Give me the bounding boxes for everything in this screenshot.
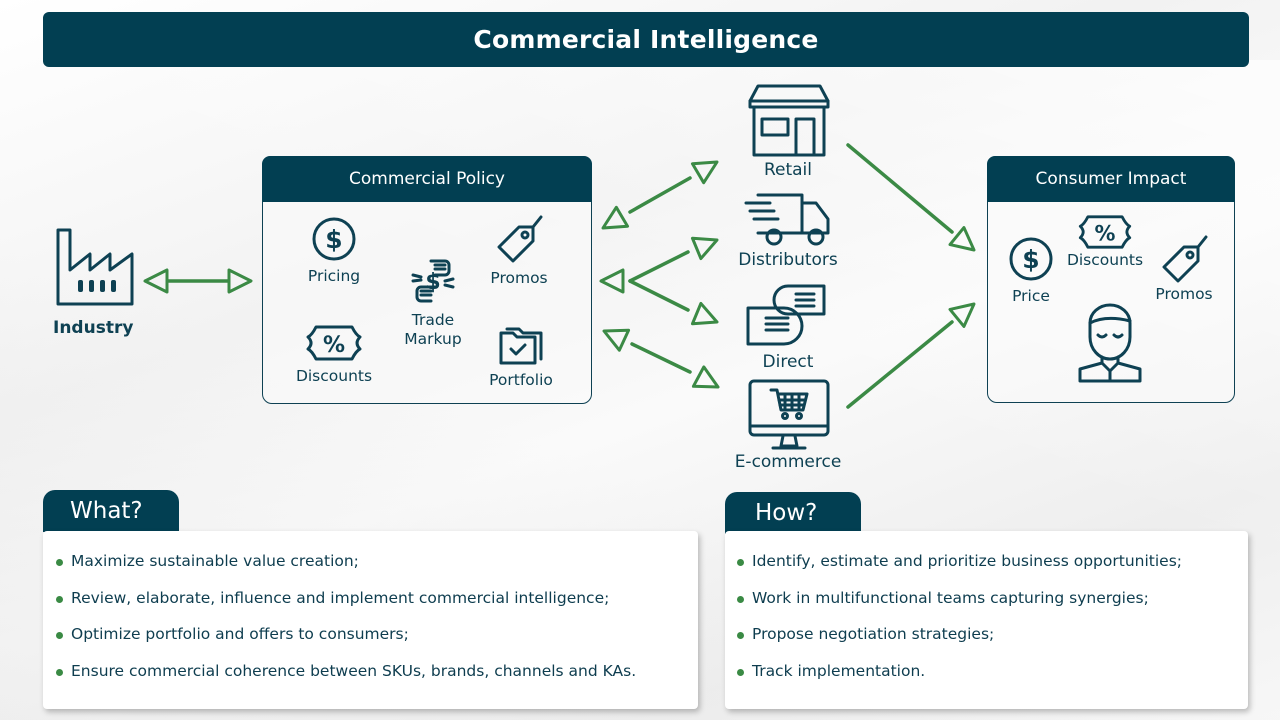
policy-distributors-arrow-line xyxy=(628,250,690,283)
what-list-item: Optimize portfolio and offers to consume… xyxy=(43,625,698,662)
discounts-label: Discounts xyxy=(295,367,373,385)
discounts-item: % Discounts xyxy=(293,323,375,385)
dollar-circle-icon: $ xyxy=(1009,237,1053,281)
how-list-item: Identify, estimate and prioritize busine… xyxy=(725,552,1248,589)
store-icon xyxy=(748,84,830,157)
how-title: How? xyxy=(755,500,818,526)
commercial-policy-header: Commercial Policy xyxy=(262,156,592,202)
factory-icon xyxy=(56,228,134,306)
price-label: Price xyxy=(1012,287,1050,305)
pricing-label: Pricing xyxy=(307,267,361,285)
policy-ecommerce-arrow-line xyxy=(630,342,692,374)
what-list-item: Review, elaborate, influence and impleme… xyxy=(43,589,698,626)
title-banner: Commercial Intelligence xyxy=(43,12,1249,67)
what-list-item: Ensure commercial coherence between SKUs… xyxy=(43,662,698,699)
svg-text:$: $ xyxy=(1022,245,1039,274)
trade-markup-item: $ Trade Markup xyxy=(393,255,473,349)
bullet-icon xyxy=(56,668,63,676)
price-tag-icon xyxy=(497,215,543,263)
what-list-item: Maximize sustainable value creation; xyxy=(43,552,698,589)
bullet-icon xyxy=(56,595,63,603)
how-list-item: Propose negotiation strategies; xyxy=(725,625,1248,662)
delivery-truck-icon xyxy=(744,193,830,246)
pricing-item: $ Pricing xyxy=(299,215,369,285)
portfolio-label: Portfolio xyxy=(489,371,553,389)
trade-markup-label: Trade Markup xyxy=(393,311,473,349)
industry-label: Industry xyxy=(53,318,134,338)
svg-text:$: $ xyxy=(425,270,440,295)
how-list-item: Track implementation. xyxy=(725,662,1248,699)
retail-consumer-arrow-line xyxy=(846,143,954,234)
hands-money-exchange-icon: $ xyxy=(411,259,455,303)
consumer-impact-panel: Consumer Impact $ Price % Discounts Prom… xyxy=(987,156,1235,403)
what-tab: What? xyxy=(43,490,179,532)
consumer-impact-header: Consumer Impact xyxy=(987,156,1235,202)
bullet-icon xyxy=(737,595,744,603)
price-tag-icon xyxy=(1162,235,1208,283)
policy-retail-arrow-line xyxy=(628,176,692,214)
handshake-icon xyxy=(746,284,826,346)
what-list: Maximize sustainable value creation; Rev… xyxy=(43,531,698,698)
arrowhead-icon xyxy=(690,301,719,326)
promos-label: Promos xyxy=(490,269,548,287)
discounts-label: Discounts xyxy=(1066,251,1144,269)
page-title: Commercial Intelligence xyxy=(473,25,819,54)
bullet-icon xyxy=(56,559,63,566)
how-list-item: Work in multifunctional teams capturing … xyxy=(725,589,1248,626)
svg-text:$: $ xyxy=(325,225,342,254)
price-item: $ Price xyxy=(1002,235,1060,305)
arrowhead-icon xyxy=(601,205,630,230)
what-card: Maximize sustainable value creation; Rev… xyxy=(43,531,698,709)
trade-markup-line2: Markup xyxy=(404,330,462,348)
promos-label: Promos xyxy=(1155,285,1213,303)
consumer-person-icon xyxy=(1078,303,1142,383)
channel-direct-label: Direct xyxy=(762,352,814,372)
bullet-icon xyxy=(737,668,744,676)
bullet-icon xyxy=(737,559,744,566)
bullet-icon xyxy=(737,632,744,639)
arrowhead-icon xyxy=(227,268,253,294)
svg-text:%: % xyxy=(1095,222,1116,246)
dollar-circle-icon: $ xyxy=(312,217,356,261)
channel-ecommerce-label: E-commerce xyxy=(734,452,842,472)
percent-ticket-icon: % xyxy=(1078,215,1132,249)
discounts-item: % Discounts xyxy=(1062,213,1148,269)
promos-item: Promos xyxy=(479,213,559,287)
arrowhead-icon xyxy=(143,268,169,294)
what-title: What? xyxy=(70,498,143,524)
percent-ticket-icon: % xyxy=(306,325,362,361)
arrowhead-icon xyxy=(948,226,976,252)
monitor-cart-icon xyxy=(748,379,830,450)
bullet-icon xyxy=(56,632,63,639)
commercial-policy-panel: Commercial Policy $ Pricing Promos $ Tra… xyxy=(262,156,592,404)
promos-item: Promos xyxy=(1148,233,1220,303)
how-list: Identify, estimate and prioritize busine… xyxy=(725,531,1248,698)
arrowhead-icon xyxy=(599,268,625,294)
how-card: Identify, estimate and prioritize busine… xyxy=(725,531,1248,709)
portfolio-item: Portfolio xyxy=(481,325,561,389)
arrowhead-icon xyxy=(602,328,631,352)
channel-retail-label: Retail xyxy=(763,160,813,180)
arrowhead-icon xyxy=(948,302,976,328)
folder-check-icon xyxy=(499,327,543,365)
how-tab: How? xyxy=(725,492,861,534)
trade-markup-line1: Trade xyxy=(411,311,455,329)
channel-distributors-label: Distributors xyxy=(738,250,838,270)
policy-direct-arrow-line xyxy=(628,279,690,312)
svg-text:%: % xyxy=(323,333,345,358)
